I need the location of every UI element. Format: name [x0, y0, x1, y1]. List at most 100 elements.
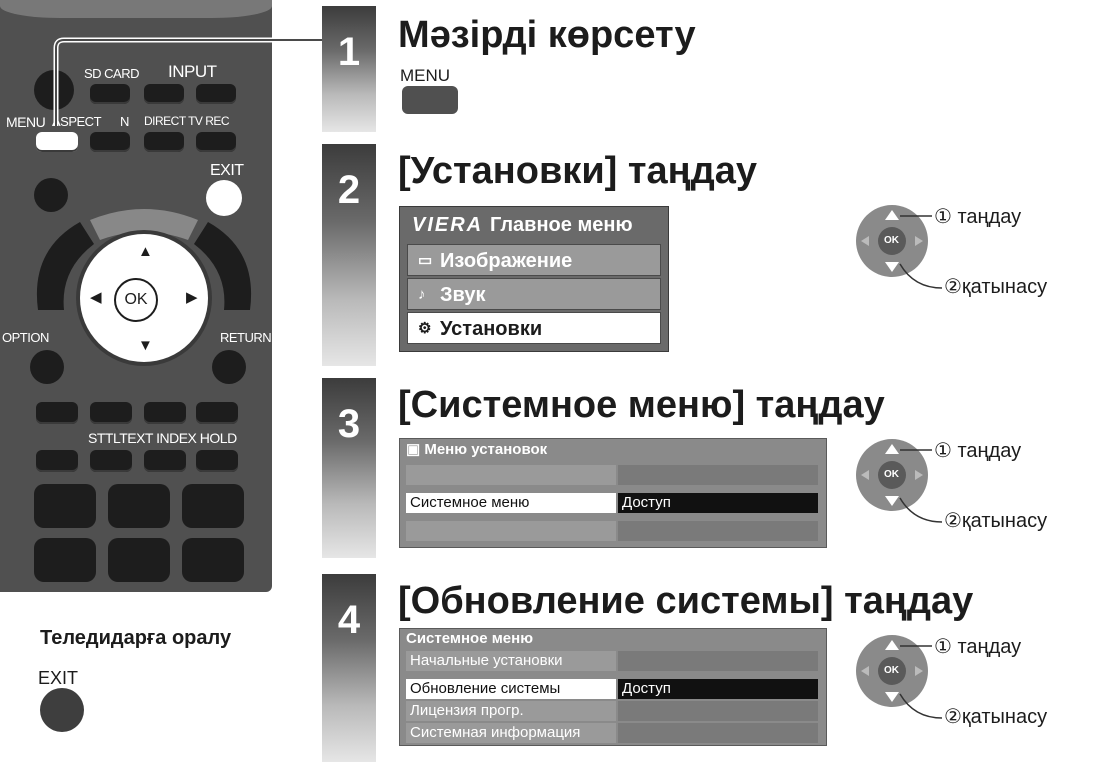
left-arrow-icon[interactable]: ◀ [90, 289, 102, 306]
step-title-3: [Системное меню] таңдау [398, 384, 885, 426]
setup-row-empty-2 [406, 521, 818, 541]
btn-r1-3[interactable] [144, 84, 184, 104]
step-band-4: 4 [322, 574, 376, 762]
picture-icon: ▭ [418, 252, 433, 269]
menu-item-label: Установки [440, 318, 543, 340]
right-arrow-icon[interactable]: ▶ [186, 289, 198, 306]
system-row-label: Лицензия прогр. [406, 701, 616, 721]
menu-item-picture[interactable]: ▭ Изображение [407, 244, 661, 276]
nav-hint-step3: OK ① таңдау ②қатынасу [852, 430, 1095, 540]
aspect-button[interactable] [90, 132, 130, 152]
big-button-5[interactable] [108, 538, 170, 582]
access-hint: ②қатынасу [944, 276, 1048, 298]
color-button-2[interactable] [90, 402, 132, 424]
sttl-button[interactable] [90, 450, 132, 472]
setup-menu-title: Меню установок [424, 441, 548, 458]
sdcard-button[interactable] [90, 84, 130, 104]
setup-menu-header: ▣ Меню установок [406, 439, 547, 461]
menu-item-label: Звук [440, 284, 486, 306]
step-number-2: 2 [337, 168, 361, 212]
sdcard-label: SD CARD [84, 66, 140, 81]
access-hint: ②қатынасу [944, 706, 1048, 728]
menu-item-label: Изображение [440, 250, 573, 272]
nav-hint-step4: OK ① таңдау ②қатынасу [852, 626, 1095, 736]
access-hint: ②қатынасу [944, 510, 1048, 532]
step-number-3: 3 [337, 402, 361, 446]
dpad-ring [36, 209, 252, 310]
system-row-initial-setup[interactable]: Начальные установки [406, 651, 818, 671]
step-title-4: [Обновление системы] таңдау [398, 580, 974, 622]
menu-item-setup[interactable]: ⚙ Установки [407, 312, 661, 344]
color-button-1[interactable] [36, 402, 78, 424]
system-row-value: Доступ [618, 679, 818, 699]
exit-button[interactable] [206, 180, 242, 216]
select-hint: ① таңдау [934, 440, 1022, 462]
system-row-license[interactable]: Лицензия прогр. [406, 701, 818, 721]
down-arrow-icon[interactable]: ▼ [138, 337, 153, 354]
system-row-label: Начальные установки [406, 651, 616, 671]
color-button-3[interactable] [144, 402, 186, 424]
hold-button[interactable] [196, 450, 238, 472]
direct-tv-rec-label: DIRECT TV REC [144, 114, 230, 128]
exit-label: EXIT [210, 162, 244, 179]
ok-icon-label: OK [884, 665, 899, 676]
viera-logo: VIERA [412, 214, 484, 236]
input-button[interactable] [196, 84, 236, 104]
system-row-label: Обновление системы [406, 679, 616, 699]
setup-row-value: Доступ [618, 493, 818, 513]
big-button-1[interactable] [34, 484, 96, 528]
main-menu-title: Главное меню [490, 214, 633, 236]
color-button-4[interactable] [196, 402, 238, 424]
system-row-system-update[interactable]: Обновление системы Доступ [406, 679, 818, 699]
dpad-icon [856, 205, 943, 289]
exit-key-icon [40, 688, 84, 732]
main-menu-header: VIERA Главное меню [400, 207, 668, 243]
dpad-icon [856, 439, 943, 523]
sound-icon: ♪ [418, 286, 426, 303]
step-title-1: Мәзірді көрсету [398, 14, 696, 56]
setup-gear-icon: ⚙ [418, 320, 432, 337]
step-number-1: 1 [337, 30, 361, 74]
big-button-3[interactable] [182, 484, 244, 528]
menu-item-sound[interactable]: ♪ Звук [407, 278, 661, 310]
big-button-6[interactable] [182, 538, 244, 582]
big-button-2[interactable] [108, 484, 170, 528]
exit-key-label: EXIT [38, 668, 79, 688]
step-band-3: 3 [322, 378, 376, 558]
system-menu-panel: Системное меню Начальные установки Обнов… [399, 628, 827, 746]
setup-menu-icon: ▣ [406, 441, 425, 458]
select-hint: ① таңдау [934, 636, 1022, 658]
option-button[interactable] [30, 350, 64, 384]
input-label: INPUT [168, 62, 217, 81]
index-button[interactable] [144, 450, 186, 472]
left-round-button[interactable] [34, 178, 68, 212]
dpad-icon [856, 635, 943, 719]
n-label: N [120, 114, 129, 129]
return-button[interactable] [212, 350, 246, 384]
return-to-tv-title: Теледидарға оралу [40, 627, 232, 649]
ok-button[interactable]: OK [114, 278, 158, 322]
ok-icon-label: OK [884, 235, 899, 246]
remote-top-cap [0, 0, 272, 18]
option-label: OPTION [2, 330, 49, 345]
menu-button[interactable] [36, 132, 78, 152]
system-menu-title: Системное меню [406, 630, 534, 647]
step-band-2: 2 [322, 144, 376, 366]
direct-tv-rec-button[interactable] [196, 132, 236, 152]
system-row-system-info[interactable]: Системная информация [406, 723, 818, 743]
setup-menu-panel: ▣ Меню установок Системное меню Доступ [399, 438, 827, 548]
big-button-4[interactable] [34, 538, 96, 582]
aspect-label: ASPECT [52, 114, 102, 129]
step1-menu-key-label: MENU [400, 66, 451, 85]
nav-hint-step2: OK ① таңдау ②қатынасу [852, 196, 1095, 306]
return-label: RETURN [220, 330, 272, 345]
step1-menu-key [402, 86, 458, 114]
up-arrow-icon[interactable]: ▲ [138, 243, 153, 260]
setup-row-system-menu[interactable]: Системное меню Доступ [406, 493, 818, 513]
n-button[interactable] [144, 132, 184, 152]
power-round-button[interactable] [34, 70, 74, 110]
menu-label: MENU [6, 114, 46, 130]
select-hint: ① таңдау [934, 206, 1022, 228]
setup-row-empty-1 [406, 465, 818, 485]
btn-t1[interactable] [36, 450, 78, 472]
